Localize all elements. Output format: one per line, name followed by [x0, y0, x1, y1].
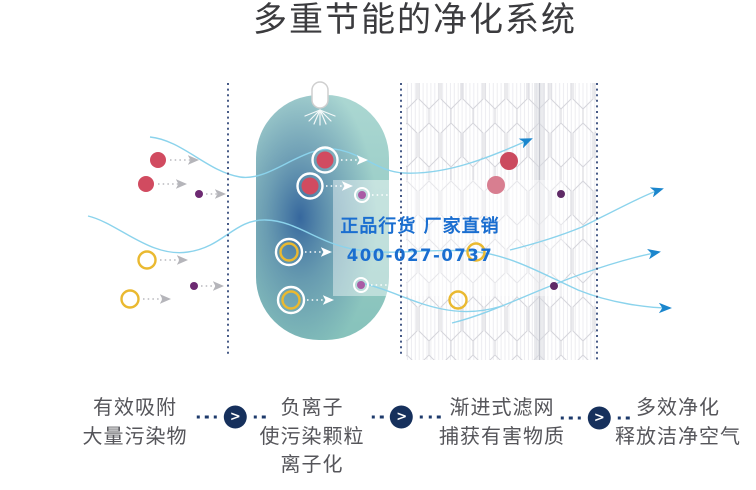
page-title: 多重节能的净化系统 — [253, 0, 577, 40]
step-line: 释放洁净空气 — [615, 423, 741, 448]
connector-dot — [626, 416, 630, 420]
particle-purple — [195, 190, 203, 198]
connector-dot — [560, 416, 564, 420]
ion-ring — [296, 172, 324, 200]
airflow-middle — [87, 215, 672, 314]
connector-dot — [262, 415, 266, 419]
step-line: 渐进式滤网 — [449, 395, 555, 419]
step-line: 多效净化 — [636, 395, 720, 419]
step-line: 有效吸附 — [93, 395, 177, 419]
connector-dot — [577, 416, 582, 420]
step-label-adsorb: 有效吸附 大量污染物 — [43, 393, 227, 450]
particle-red — [138, 176, 154, 192]
connector-dot — [569, 416, 573, 420]
connector-dot — [419, 415, 424, 419]
chevron-right-icon: > — [390, 405, 414, 429]
particle-pink — [487, 176, 505, 194]
particle-yellow-ring — [279, 242, 299, 262]
connector-dot — [428, 415, 432, 419]
connector-dot — [253, 415, 257, 419]
step-line: 捕获有害物质 — [439, 423, 565, 448]
connector-dot — [196, 415, 200, 419]
connector-dot — [213, 415, 218, 419]
watermark-text: 正品行货 厂家直销 — [340, 216, 500, 237]
flow-connector: > — [558, 406, 632, 430]
particle-yellow-ring — [120, 289, 140, 309]
particle-purple — [550, 282, 558, 290]
spray-icon — [304, 109, 336, 126]
particle-red — [150, 152, 166, 168]
step-label-filter: 渐进式滤网 捕获有害物质 — [410, 393, 594, 450]
step-line: 负离子 — [280, 395, 344, 419]
particle-purple — [557, 190, 565, 198]
ion-ring — [274, 237, 304, 267]
ionized-particles — [274, 146, 407, 315]
watermark: 正品行货 厂家直销 400-027-0737 — [329, 212, 511, 265]
airflow-bottom — [357, 281, 503, 313]
particle-yellow-ring — [281, 290, 301, 310]
airflow-out-top — [509, 187, 664, 251]
watermark-phone: 400-027-0737 — [346, 246, 494, 265]
step-line: 离子化 — [280, 452, 344, 476]
step-line: 使污染颗粒 — [259, 423, 365, 448]
device-core-glow — [256, 95, 389, 340]
pollutants-left — [120, 152, 227, 309]
particle-red — [301, 177, 319, 195]
mesh-hex-weave — [406, 83, 596, 360]
watermark-plate — [333, 180, 566, 296]
airflow-curves — [87, 136, 672, 324]
filter-mesh — [406, 83, 596, 360]
trapped-particles — [448, 152, 565, 310]
step-line: 大量污染物 — [82, 423, 188, 448]
ion-ring — [354, 187, 370, 203]
airflow-top — [149, 136, 533, 179]
particle-purple — [190, 282, 198, 290]
connector-dot — [437, 415, 441, 419]
particle-yellow-ring — [137, 250, 157, 270]
flow-connector: > — [194, 405, 268, 429]
purifier-device — [256, 95, 389, 340]
ion-ring — [276, 285, 306, 315]
nozzle-icon — [311, 81, 329, 109]
particle-yellow-ring — [448, 290, 468, 310]
particle-purple — [358, 191, 366, 199]
connector-dot — [371, 415, 375, 419]
particle-red — [500, 152, 518, 170]
step-label-ionize: 负离子 使污染颗粒 离子化 — [220, 393, 404, 479]
step-label-release: 多效净化 释放洁净空气 — [586, 393, 756, 450]
stage-separators — [227, 83, 598, 360]
connector-dot — [617, 416, 621, 420]
particle-yellow-ring — [466, 242, 486, 262]
ion-ring — [311, 146, 339, 174]
connector-dot — [380, 415, 384, 419]
ion-ring — [353, 277, 369, 293]
chevron-right-icon: > — [587, 406, 611, 430]
connector-dot — [205, 415, 209, 419]
ion-nozzle — [304, 81, 336, 126]
airflow-out-middle — [451, 248, 661, 324]
flow-connector: > — [369, 405, 443, 429]
particle-red — [316, 151, 334, 169]
chevron-right-icon: > — [223, 405, 247, 429]
particle-purple — [357, 281, 365, 289]
